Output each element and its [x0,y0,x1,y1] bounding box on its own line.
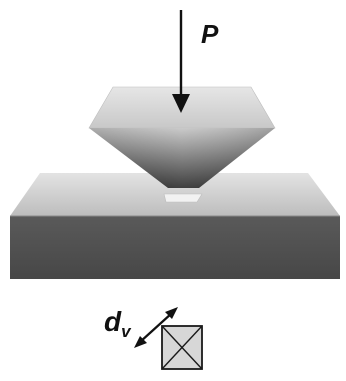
indenter-pyramid-shading [89,128,275,188]
load-arrow [172,10,190,113]
specimen-front-face [10,216,340,279]
diagonal-label-main: d [104,306,122,337]
specimen-block [10,173,340,279]
diagonal-label-subscript: v [121,322,132,341]
indent-square-icon [161,325,203,370]
diagonal-label: dv [104,306,132,341]
vickers-indenter [88,86,276,188]
diagonal-arrow [134,307,178,348]
indentation-impression [163,193,203,203]
load-arrow-head [172,94,190,113]
load-label: P [201,19,219,49]
